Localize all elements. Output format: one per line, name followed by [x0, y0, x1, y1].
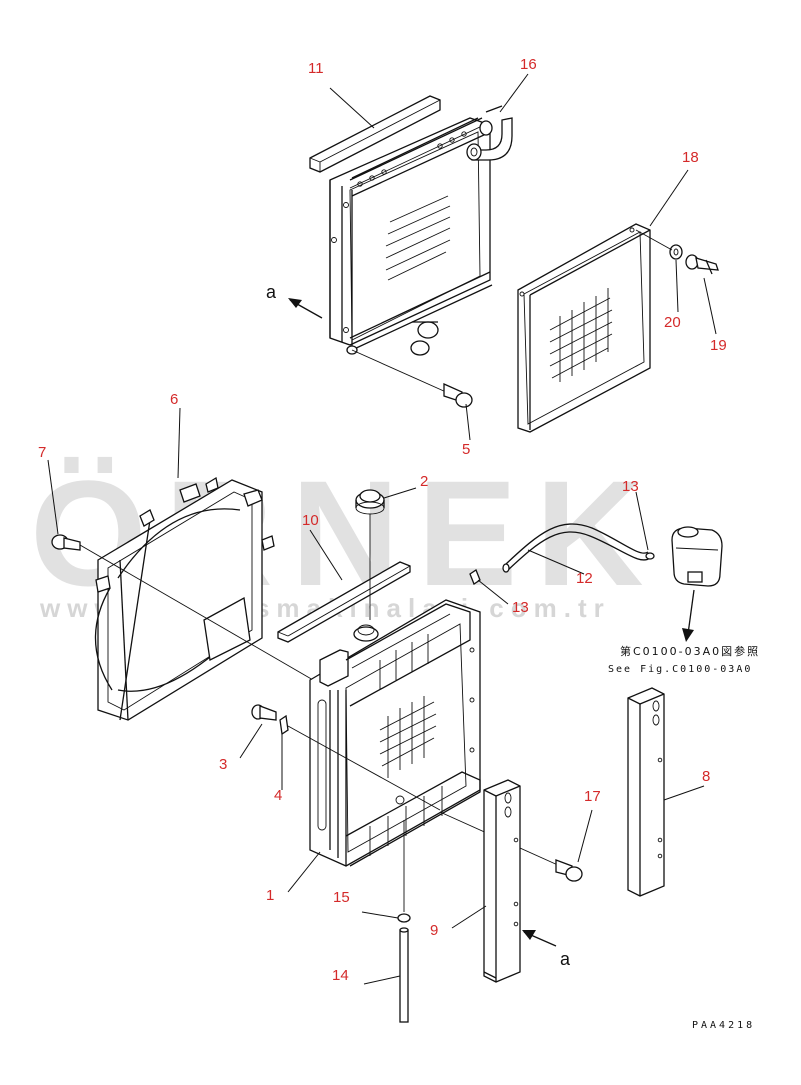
reference-arrow — [682, 589, 695, 642]
drawing-code: PAA4218 — [692, 1020, 755, 1031]
part-12-overflow-hose — [502, 523, 651, 573]
callout-13-upper: 13 — [622, 478, 639, 495]
callout-16: 16 — [520, 56, 537, 73]
arrow-label-a-bottom: a — [560, 949, 571, 969]
part-13-clamp-a — [469, 569, 481, 585]
callout-6: 6 — [170, 391, 178, 408]
part-14-drain-hose — [399, 927, 409, 1023]
callout-17: 17 — [584, 788, 601, 805]
reference-text-en: See Fig.C0100-03A0 — [608, 664, 752, 675]
part-13-clamp-b — [645, 552, 655, 560]
direction-arrow-a-top — [288, 298, 323, 319]
part-9-bracket — [483, 779, 521, 983]
callout-20: 20 — [664, 314, 681, 331]
callout-14: 14 — [332, 967, 349, 984]
callout-8: 8 — [702, 768, 710, 785]
callout-11: 11 — [308, 60, 324, 77]
leader-lines — [47, 73, 717, 985]
callout-7: 7 — [38, 444, 46, 461]
reserve-tank — [671, 526, 723, 587]
screen-bolt-axis — [635, 229, 673, 251]
part-2-radiator-cap — [355, 489, 385, 620]
part-4-gasket — [279, 714, 441, 811]
part-1-radiator — [309, 599, 481, 867]
part-5-bolt — [351, 349, 473, 408]
callout-13-lower: 13 — [512, 599, 529, 616]
callout-3: 3 — [219, 756, 227, 773]
part-10-strip — [277, 561, 411, 643]
part-7-bolt — [51, 534, 321, 685]
part-oil-cooler — [329, 117, 493, 356]
callout-labels: 1 2 3 4 5 6 7 8 9 10 11 12 13 13 14 15 1… — [38, 56, 727, 984]
callout-1: 1 — [266, 887, 274, 904]
reference-text-jp: 第C0100-03A0図参照 — [620, 644, 760, 658]
part-11-strip — [309, 95, 441, 173]
part-19-wing-bolt — [685, 254, 719, 275]
part-6-shroud — [94, 476, 275, 721]
callout-19: 19 — [710, 337, 727, 354]
part-18-screen — [517, 223, 651, 433]
callout-18: 18 — [682, 149, 699, 166]
callout-10: 10 — [302, 512, 319, 529]
direction-arrow-a-bottom — [522, 930, 557, 947]
callout-9: 9 — [430, 922, 438, 939]
callout-2: 2 — [420, 473, 428, 490]
callout-5: 5 — [462, 441, 470, 458]
part-3-drain-plug — [251, 704, 277, 721]
part-20-washer — [669, 244, 683, 260]
callout-15: 15 — [333, 889, 350, 906]
arrow-label-a-top: a — [266, 282, 277, 302]
part-8-bracket — [627, 687, 665, 897]
part-16-hose — [466, 105, 513, 161]
callout-4: 4 — [274, 787, 282, 804]
callout-12: 12 — [576, 570, 593, 587]
